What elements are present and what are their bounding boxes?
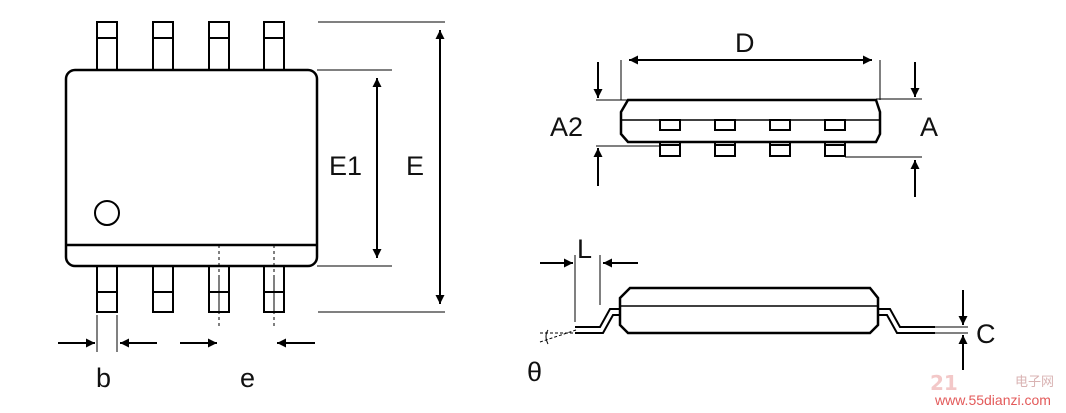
gull-wing-lead bbox=[575, 308, 935, 334]
label-c: C bbox=[976, 319, 996, 349]
label-l: L bbox=[577, 234, 592, 264]
label-e: E bbox=[406, 151, 424, 181]
watermark: 21 电子网 www.55dianzi.com bbox=[930, 371, 1054, 408]
label-a: A bbox=[920, 112, 938, 142]
watermark-brand: 电子网 bbox=[1015, 375, 1054, 390]
watermark-mark: 21 bbox=[930, 371, 958, 395]
label-e1: E1 bbox=[329, 151, 362, 181]
pin-center-lines bbox=[218, 245, 275, 328]
label-e-pitch: e bbox=[240, 363, 255, 393]
label-theta: θ bbox=[527, 357, 542, 387]
package-body-top bbox=[64, 68, 319, 268]
label-d: D bbox=[735, 28, 755, 58]
package-body-end bbox=[618, 286, 880, 335]
bottom-pins bbox=[96, 265, 285, 313]
end-view bbox=[539, 255, 968, 345]
label-b: b bbox=[96, 363, 111, 393]
side-view bbox=[596, 60, 922, 158]
top-pins bbox=[96, 21, 285, 71]
watermark-site: www.55dianzi.com bbox=[934, 392, 1051, 408]
pin1-marker-icon bbox=[94, 200, 120, 226]
label-a2: A2 bbox=[550, 112, 583, 142]
top-view bbox=[64, 21, 445, 352]
